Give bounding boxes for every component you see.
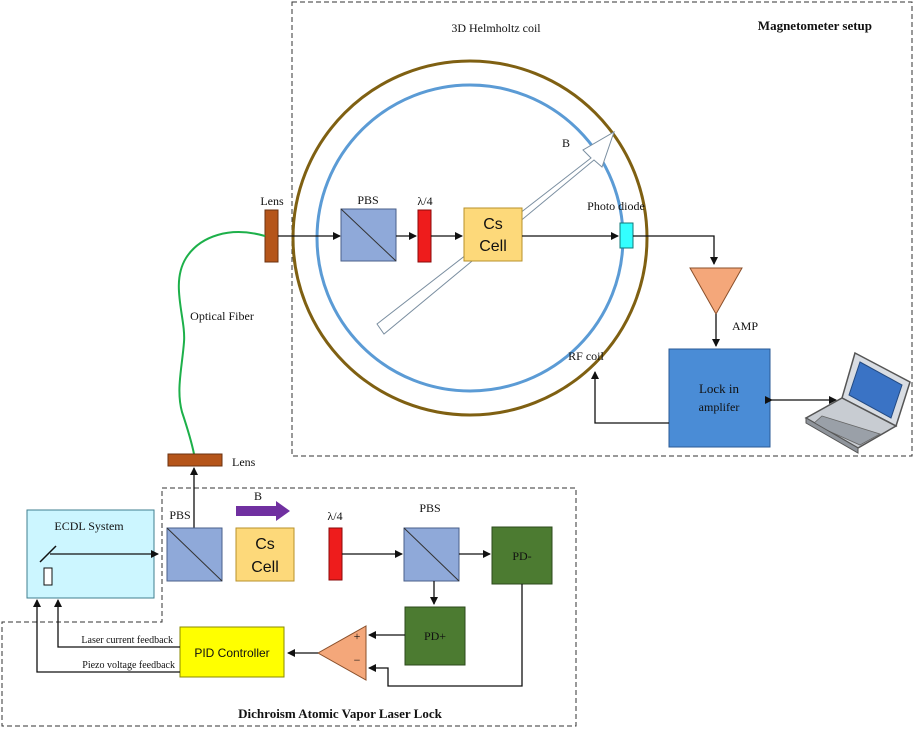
mirror-icon [39, 545, 57, 586]
pbs-magnetometer-diagonal [340, 208, 397, 262]
waveplate-magnetometer [417, 209, 432, 263]
pid-controller [179, 626, 285, 678]
signal-photodiode-to-amp [633, 235, 718, 265]
pbs-magnetometer-label: PBS [357, 193, 378, 207]
waveplate-magnetometer-label: λ/4 [417, 194, 432, 208]
laptop-icon [804, 351, 911, 454]
cs-cell-magnetometer-line1: Cs [483, 216, 503, 233]
optical-fiber [177, 231, 266, 455]
lock-field-label: B [254, 489, 262, 503]
waveplate-lock [328, 527, 343, 581]
cs-cell-lock-line2: Cell [251, 559, 279, 576]
lock-in-amplifier [668, 348, 771, 448]
pbs-lock-2-diagonal [403, 527, 460, 582]
rf-coil-label: RF coil [568, 349, 604, 363]
pid-controller-label: PID Controller [194, 646, 269, 660]
magnetic-field-label: B [562, 136, 570, 150]
piezo-voltage-feedback-label: Piezo voltage feedback [82, 660, 175, 671]
lens-top-label: Lens [260, 194, 284, 208]
difference-amplifier [316, 625, 367, 681]
helmholtz-coil-label: 3D Helmholtz coil [451, 21, 541, 35]
ecdl-system-label: ECDL System [54, 519, 124, 533]
lock-in-amplifier-line2: amplifer [699, 400, 740, 414]
pd-plus [404, 606, 466, 666]
cs-cell-lock-line1: Cs [255, 536, 275, 553]
dichroism-title: Dichroism Atomic Vapor Laser Lock [238, 706, 442, 721]
lens-bottom [167, 453, 223, 467]
lock-field-arrow [236, 501, 290, 521]
amplifier [689, 267, 743, 316]
pd-plus-label: PD+ [424, 629, 446, 643]
photodiode [619, 222, 634, 249]
lock-in-amplifier-line1: Lock in [699, 381, 740, 396]
signal-lockin-to-rf-coil [591, 371, 669, 424]
pd-minus-label: PD- [512, 549, 531, 563]
pbs-lock-1-diagonal [166, 527, 223, 582]
waveplate-lock-label: λ/4 [327, 509, 342, 523]
cs-cell-magnetometer-line2: Cell [479, 238, 507, 255]
difference-amplifier-plus: + [354, 629, 361, 643]
laser-current-feedback-line [54, 599, 180, 648]
pbs-lock-2-label: PBS [419, 501, 440, 515]
magnetometer-title: Magnetometer setup [758, 18, 872, 33]
cs-cell-magnetometer [463, 207, 523, 262]
difference-amplifier-minus: − [354, 653, 361, 667]
optical-fiber-label: Optical Fiber [190, 309, 254, 323]
lens-bottom-label: Lens [232, 455, 256, 469]
piezo-voltage-feedback-line [33, 599, 180, 673]
lens-top [264, 209, 279, 263]
pbs-lock-1-label: PBS [169, 508, 190, 522]
cs-cell-lock [235, 527, 295, 582]
dichroism-section-box [1, 487, 577, 727]
helmholtz-coil-outer [291, 59, 649, 417]
laser-current-feedback-label: Laser current feedback [81, 635, 173, 646]
pd-minus [491, 526, 553, 585]
photodiode-label: Photo diode [587, 199, 645, 213]
signal-pd-minus-to-amp [368, 584, 523, 687]
amplifier-label: AMP [732, 319, 758, 333]
